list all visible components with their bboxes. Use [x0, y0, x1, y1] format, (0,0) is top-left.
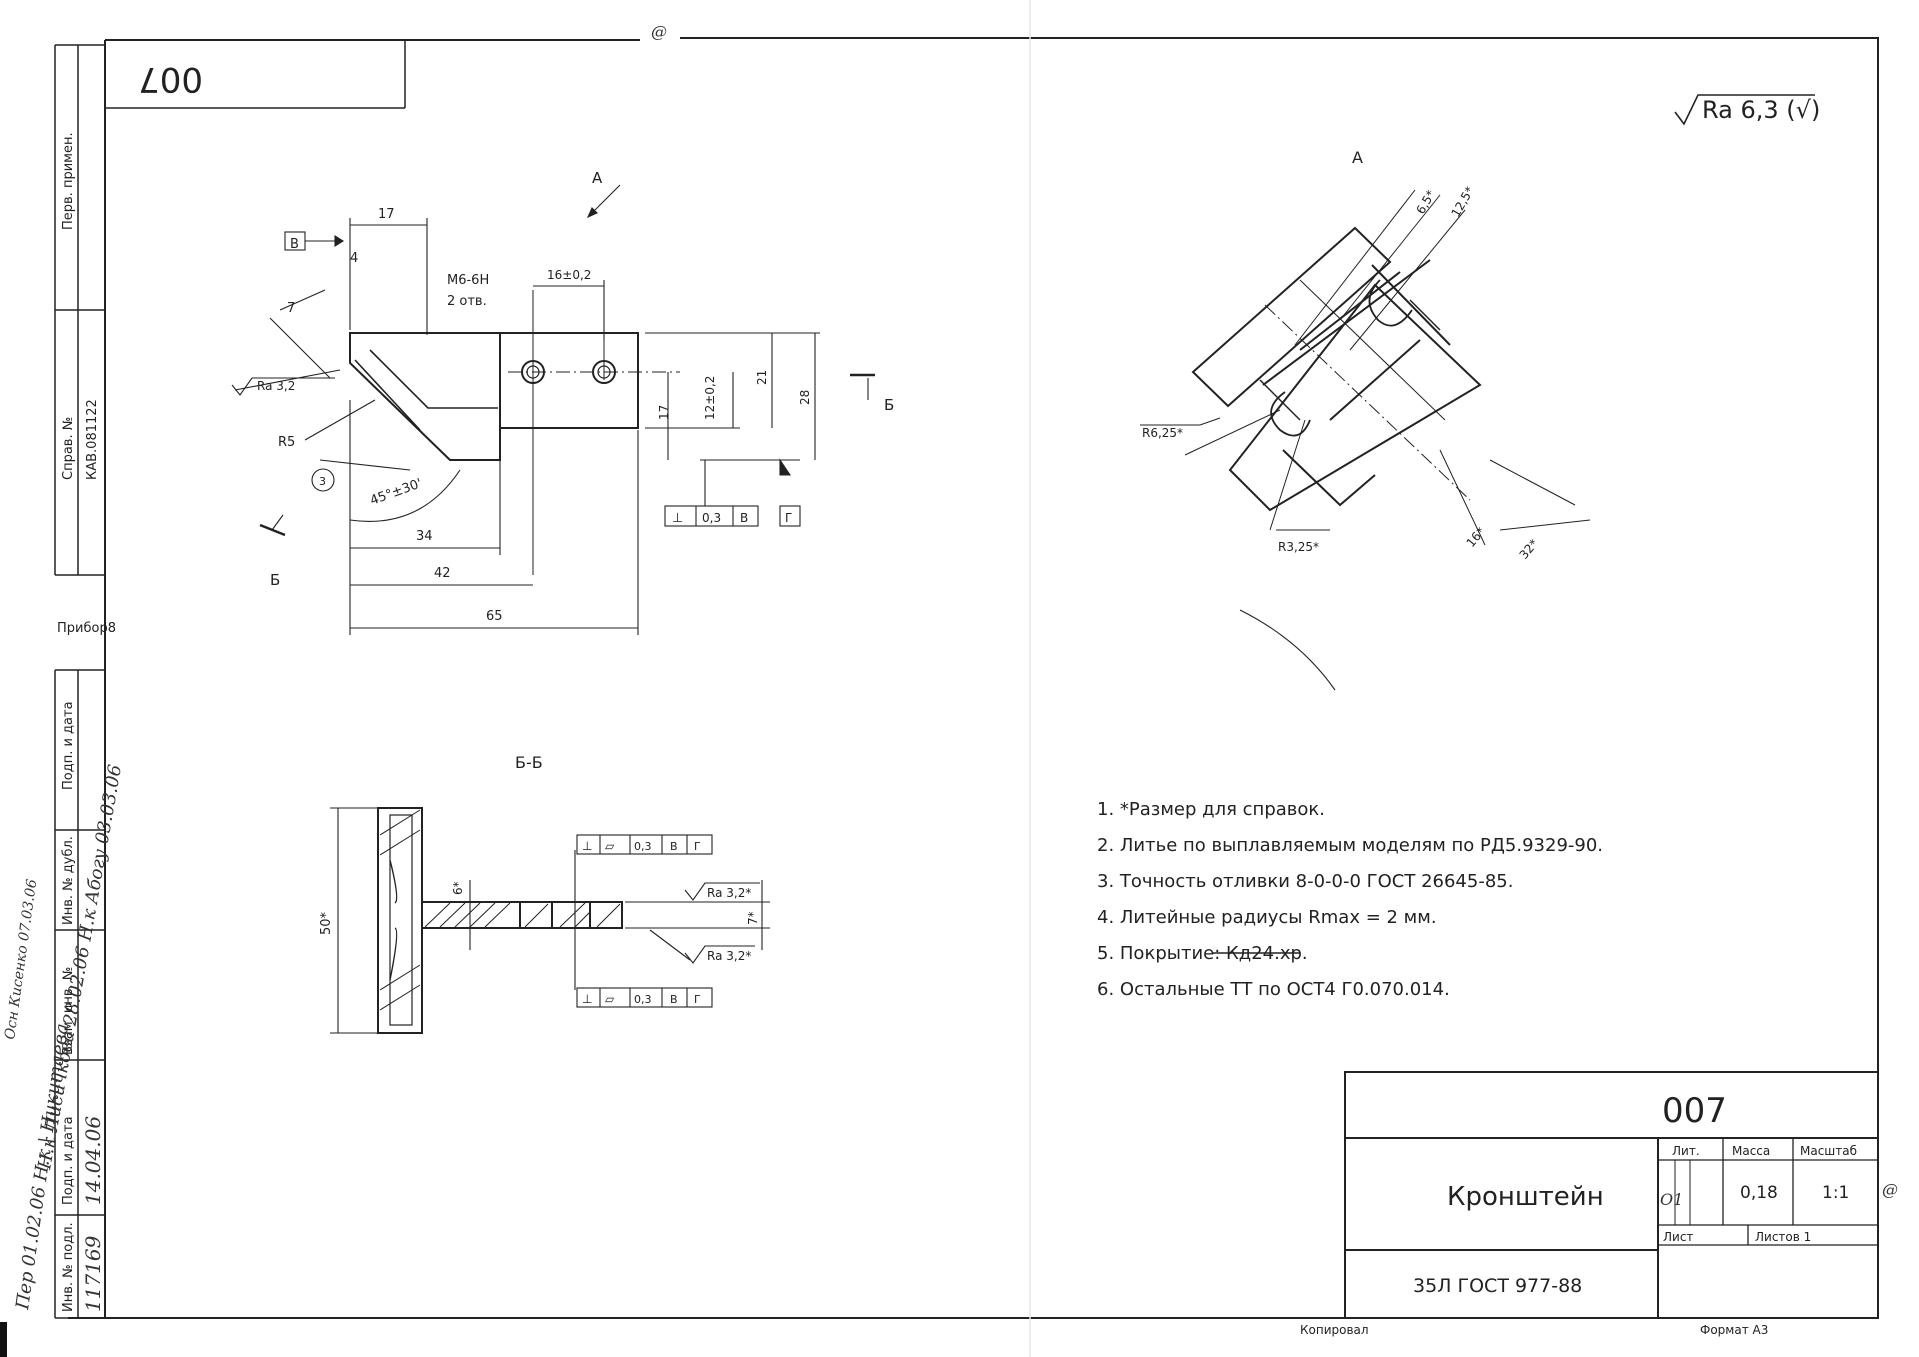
hatching — [379, 809, 621, 1011]
thread-label: М6-6Н — [447, 273, 489, 288]
scan-edge — [0, 1322, 7, 1357]
radius-r3-25: R3,25* — [1278, 540, 1319, 554]
tol-perp: ⊥ — [672, 511, 683, 526]
dim-65: 65 — [486, 609, 503, 624]
dim-12: 12±0,2 — [703, 376, 717, 420]
roughness-general: Ra 6,3 (√) — [1702, 96, 1820, 124]
tol-datum: В — [740, 511, 748, 525]
thread-count: 2 отв. — [447, 294, 487, 309]
dim-16: 16±0,2 — [547, 268, 591, 282]
note-4: 4. Литейные радиусы Rmax = 2 мм. — [1097, 907, 1437, 928]
sprav-value: КАВ.081122 — [85, 399, 100, 480]
tb-lit-value: О1 — [1660, 1190, 1683, 1209]
tol-value: 0,3 — [702, 511, 721, 525]
tb-mass-label: Масса — [1732, 1144, 1770, 1158]
tb-sheet-label: Лист — [1663, 1230, 1693, 1244]
dim-7-bb: 7* — [746, 911, 760, 925]
label-sprav-no: Справ. № — [61, 417, 76, 480]
label-podp-data: Подп. и дата — [61, 701, 76, 790]
hand-note3: Осн Кисенко 07.03.06 — [2, 878, 40, 1041]
tb-material: 35Л ГОСТ 977-88 — [1413, 1275, 1582, 1297]
dim-17-top: 17 — [378, 207, 395, 222]
label-inv-dubl: Инв. № дубл. — [61, 836, 76, 925]
view-a-lines — [1140, 189, 1591, 691]
dim-6: 6* — [451, 881, 465, 895]
dim-34: 34 — [416, 529, 433, 544]
radius-r5: R5 — [278, 435, 295, 450]
note-2: 2. Литье по выплавляемым моделям по РД5.… — [1097, 835, 1603, 856]
frame-top-datum-b: В — [670, 840, 678, 853]
label-vzam-inv: Взам. инв. № — [61, 967, 76, 1055]
top-stamp: 007 — [138, 59, 203, 99]
frame-bottom-datum-g: Г — [694, 993, 701, 1006]
frame-bottom-value: 0,3 — [634, 993, 652, 1006]
tb-name: Кронштейн — [1447, 1182, 1604, 1212]
section-dimensions — [330, 807, 770, 1034]
label-perv-primen: Перв. примен. — [61, 132, 76, 230]
frame-bottom-datum-b: В — [670, 993, 678, 1006]
frame-top-datum-g: Г — [694, 840, 701, 853]
tb-scale-value: 1:1 — [1822, 1183, 1849, 1203]
frame-bottom-perp: ⊥ — [582, 992, 592, 1006]
inv-podl-value: 117169 — [81, 1235, 105, 1312]
section-mark-left: Б — [270, 571, 280, 589]
tb-mass-value: 0,18 — [1740, 1183, 1778, 1203]
tb-designation: 007 — [1662, 1091, 1727, 1131]
section-bb — [377, 807, 623, 1034]
roughness-symbol — [1674, 94, 1815, 126]
note-5: 5. Покрытие: Кд24.хр. — [1097, 943, 1308, 964]
tb-scale-label: Масштаб — [1800, 1144, 1857, 1158]
frame-top-flat: ▱ — [605, 839, 615, 853]
dim-21: 21 — [755, 370, 769, 385]
rough-top: Ra 3,2* — [707, 886, 751, 900]
right-circle-mark: @ — [1882, 1180, 1898, 1199]
note-6: 6. Остальные ТТ по ОСТ4 Г0.070.014. — [1097, 979, 1450, 1000]
label-inv-podl: Инв. № подл. — [61, 1222, 76, 1312]
frame-top-perp: ⊥ — [582, 839, 592, 853]
circle-3: 3 — [319, 475, 326, 488]
tb-sheets-label: Листов 1 — [1755, 1230, 1811, 1244]
frame-bottom-flat: ▱ — [605, 992, 615, 1006]
pribor-label: Прибор8 — [57, 621, 116, 636]
dim-4: 4 — [350, 251, 358, 266]
dim-28: 28 — [798, 390, 812, 405]
top-circle-mark: @ — [651, 22, 667, 41]
view-arrow-label: А — [592, 169, 603, 187]
tb-copied: Копировал — [1300, 1323, 1369, 1337]
section-mark-right: Б — [884, 396, 894, 414]
dim-32-a: 32* — [1517, 537, 1541, 562]
dim-42: 42 — [434, 566, 451, 581]
datum-box-b: В — [290, 237, 299, 252]
dim-50: 50* — [319, 911, 334, 935]
dim-16-a: 16* — [1464, 525, 1488, 550]
section-bb-title: Б-Б — [515, 753, 543, 772]
datum-g: Г — [785, 511, 792, 525]
text-layer: 007 @ Ra 6,3 (√) Перв. примен. Справ. № … — [2, 22, 1898, 1337]
rough-bottom: Ra 3,2* — [707, 949, 751, 963]
dim-17-v: 17 — [657, 405, 671, 420]
label-podp-data2: Подп. и дата — [61, 1116, 76, 1205]
dim-12-5: 12,5* — [1448, 184, 1476, 219]
tb-format: Формат А3 — [1700, 1323, 1768, 1337]
note-1: 1. *Размер для справок. — [1097, 799, 1325, 820]
title-block — [1344, 1071, 1879, 1319]
radius-r6-25: R6,25* — [1142, 426, 1183, 440]
view-a — [1191, 226, 1482, 512]
sheet-frame — [68, 37, 1879, 1319]
main-dimensions — [231, 184, 875, 635]
note-3: 3. Точность отливки 8-0-0-0 ГОСТ 26645-8… — [1097, 871, 1513, 892]
main-view — [349, 290, 680, 575]
tb-lit-label: Лит. — [1672, 1144, 1700, 1158]
rough-3-2: Ra 3,2 — [257, 379, 295, 393]
view-a-title: А — [1352, 148, 1363, 167]
frame-top-value: 0,3 — [634, 840, 652, 853]
angle-45: 45°±30' — [368, 476, 424, 509]
dim-7: 7 — [287, 301, 295, 316]
hand-date1: 14.04.06 — [81, 1116, 105, 1205]
